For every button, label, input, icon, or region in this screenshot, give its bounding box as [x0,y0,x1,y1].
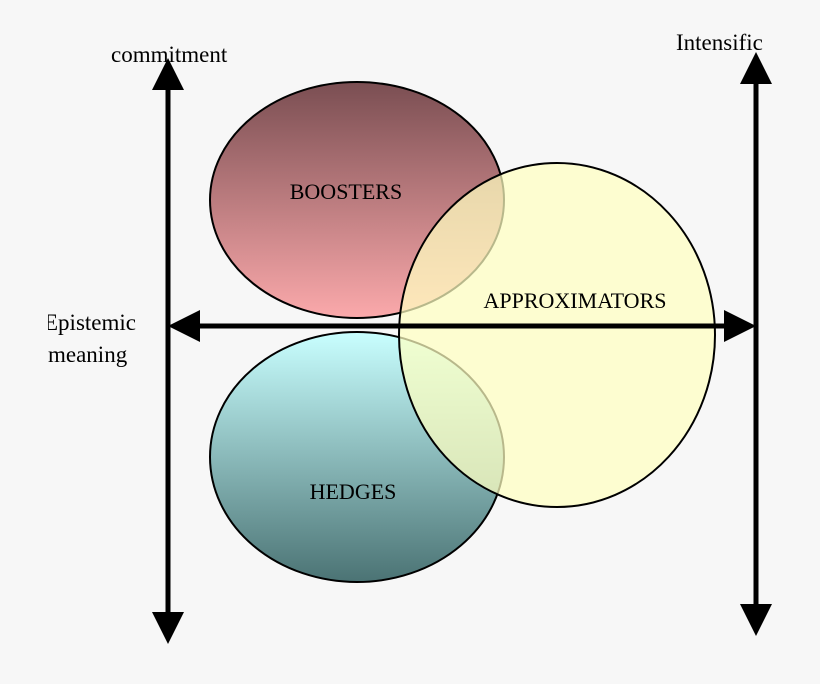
commitment-label: commitment [111,42,228,67]
horizontal-axis [168,310,756,342]
left-vertical-axis [152,58,184,644]
epistemic-label: Epistemic [44,310,136,335]
left-axis-bottom-arrowhead [152,612,184,644]
right-axis-bottom-arrowhead [740,604,772,636]
hedges-label: HEDGES [310,479,397,504]
right-axis-top-arrowhead [740,52,772,84]
left-edge-cover [0,300,48,340]
meaning-label: meaning [48,342,128,367]
intensifier-label: Intensific [676,30,763,55]
horizontal-axis-right-arrowhead [724,310,756,342]
horizontal-axis-left-arrowhead [168,310,200,342]
right-vertical-axis [740,52,772,636]
right-edge-cover [772,20,820,60]
left-axis-top-arrowhead [152,58,184,90]
boosters-label: BOOSTERS [290,179,402,204]
approximators-circle [398,162,716,508]
approximators-label: APPROXIMATORS [484,288,667,313]
